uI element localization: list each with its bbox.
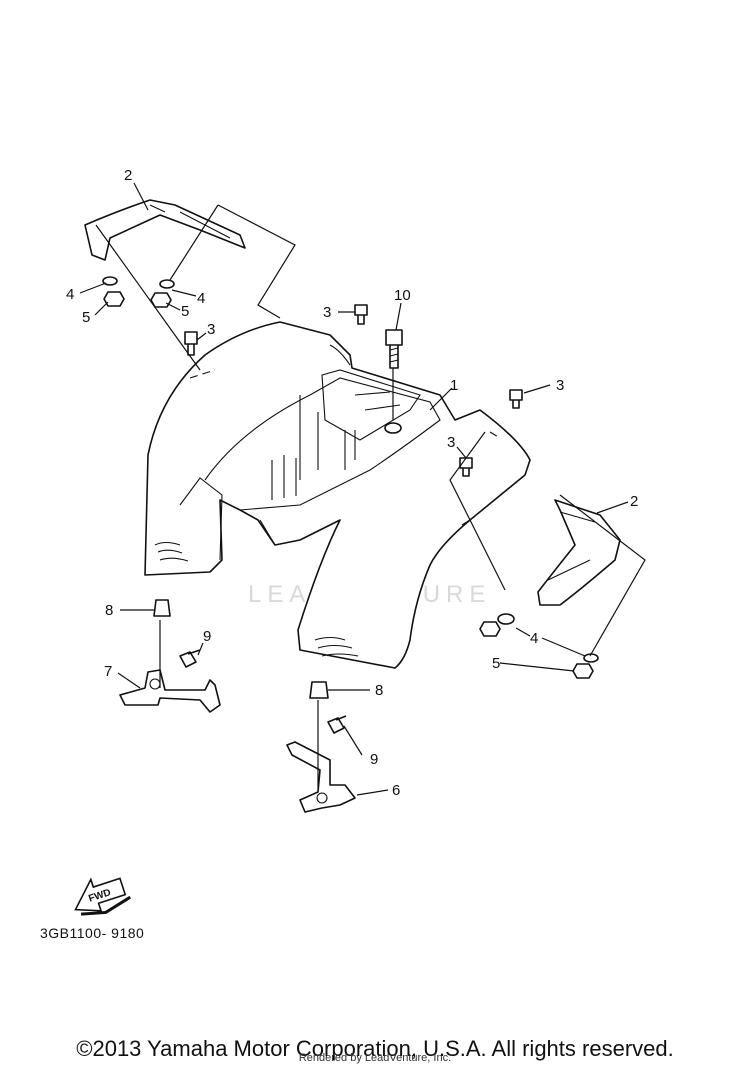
callout-8: 8 [375, 682, 383, 699]
callout-5: 5 [82, 309, 90, 326]
callout-5: 5 [492, 655, 500, 672]
washer-icon [159, 279, 175, 289]
callout-7: 7 [104, 663, 112, 680]
grommet-icon [309, 681, 329, 699]
callout-8: 8 [105, 602, 113, 619]
callout-10: 10 [394, 287, 411, 304]
callout-2: 2 [630, 493, 638, 510]
fwd-arrow-icon: FWD [74, 877, 132, 916]
nut-icon [103, 291, 125, 307]
grommet-icon [153, 599, 171, 617]
nut-icon [479, 621, 501, 637]
callout-3: 3 [323, 304, 331, 321]
callout-4: 4 [66, 286, 74, 303]
mud-flap-right-part-2 [537, 499, 621, 606]
mud-flap-left-part-2 [84, 199, 246, 261]
bolt-icon [179, 649, 201, 668]
nut-icon [572, 663, 594, 679]
washer-icon [102, 276, 118, 286]
rendered-by-notice: Rendered by LeadVenture, Inc. [298, 1052, 452, 1064]
callout-9: 9 [370, 751, 378, 768]
fender-stay-part-7 [119, 669, 221, 713]
callout-9: 9 [203, 628, 211, 645]
guide-lines [79, 182, 646, 796]
nut-icon [384, 422, 402, 434]
bolt-icon [184, 331, 198, 356]
callout-3: 3 [207, 321, 215, 338]
callout-2: 2 [124, 167, 132, 184]
fender-stay-part-6 [286, 741, 356, 813]
callout-1: 1 [450, 377, 458, 394]
diagram-code: 3GB1100- 9180 [40, 925, 145, 941]
rear-fender-part-1 [144, 321, 531, 669]
bolt-icon [509, 389, 523, 409]
callout-4: 4 [530, 630, 538, 647]
callout-3: 3 [556, 377, 564, 394]
callout-numbers: 2 4 5 5 4 3 3 10 1 3 3 2 4 5 8 9 7 8 9 6 [66, 167, 638, 799]
hardware [102, 276, 599, 734]
callout-3: 3 [447, 434, 455, 451]
copyright-notice: ©2013 Yamaha Motor Corporation, U.S.A. A… [76, 1036, 674, 1061]
washer-icon [497, 613, 515, 625]
callout-5: 5 [181, 303, 189, 320]
bolt-icon [354, 304, 368, 325]
callout-4: 4 [197, 290, 205, 307]
callout-6: 6 [392, 782, 400, 799]
bolt-icon [327, 715, 347, 734]
